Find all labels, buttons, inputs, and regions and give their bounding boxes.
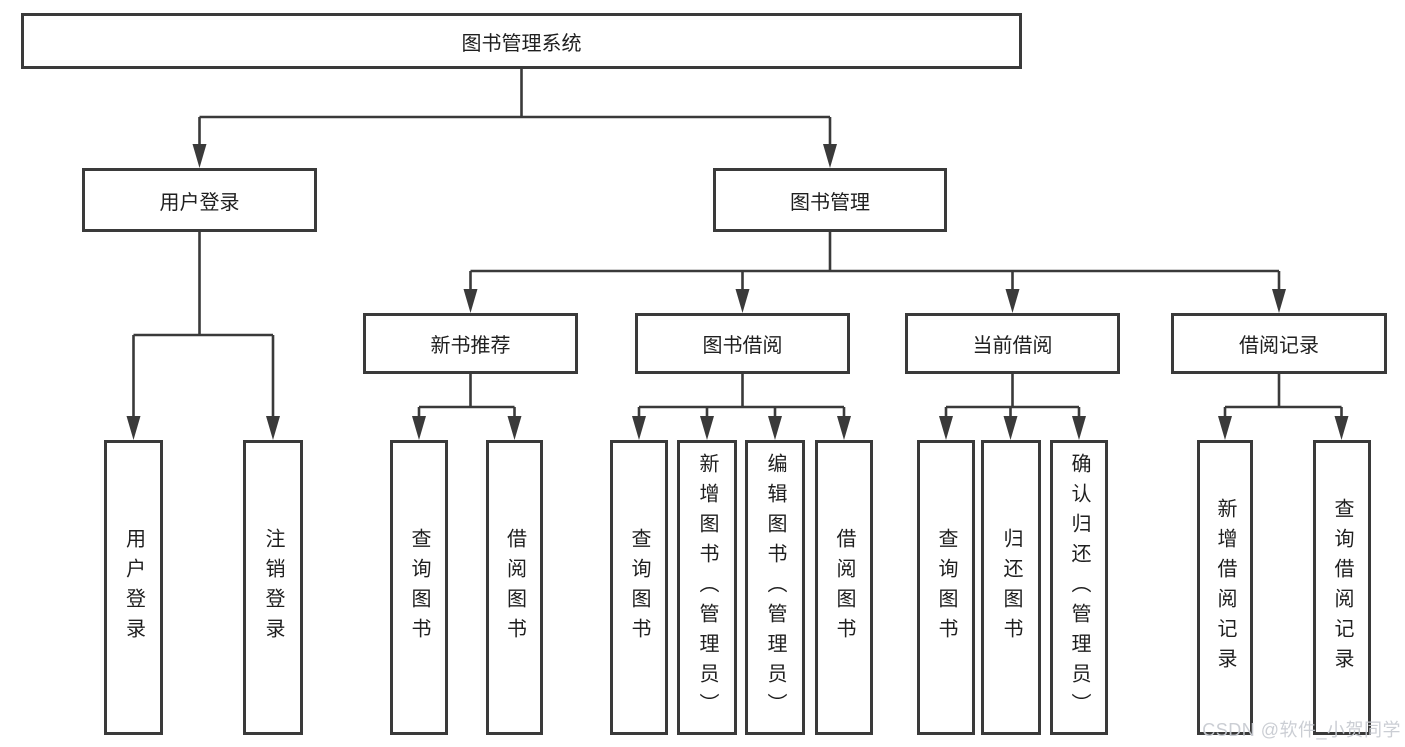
leaf-borrow-books-recommend: 借阅图书 <box>486 440 543 735</box>
watermark: CSDN @软件_小贺同学 <box>1202 720 1401 740</box>
leaf-query-borrow-record: 查询借阅记录 <box>1313 440 1371 735</box>
leaf-query-books-current-label: 查询图书 <box>935 527 957 648</box>
node-borrow-records-label: 借阅记录 <box>1239 335 1319 357</box>
node-root: 图书管理系统 <box>21 13 1022 69</box>
node-book-management-label: 图书管理 <box>790 191 870 214</box>
leaf-confirm-return-admin-label: 确认归还（管理员） <box>1068 452 1090 723</box>
node-current-borrow: 当前借阅 <box>905 313 1120 374</box>
node-user-login: 用户登录 <box>82 168 317 232</box>
leaf-borrow-books: 借阅图书 <box>815 440 873 735</box>
leaf-add-borrow-record: 新增借阅记录 <box>1197 440 1253 735</box>
leaf-return-book-label: 归还图书 <box>1000 527 1022 648</box>
leaf-edit-book-admin: 编辑图书（管理员） <box>745 440 805 735</box>
node-new-book-recommend: 新书推荐 <box>363 313 578 374</box>
leaf-logout-label: 注销登录 <box>262 527 284 648</box>
leaf-borrow-books-recommend-label: 借阅图书 <box>503 527 526 648</box>
leaf-edit-book-admin-label: 编辑图书（管理员） <box>764 452 786 723</box>
node-current-borrow-label: 当前借阅 <box>972 335 1053 357</box>
leaf-query-books-recommend-label: 查询图书 <box>408 527 430 648</box>
leaf-query-borrow-record-label: 查询借阅记录 <box>1331 497 1353 678</box>
leaf-user-login-label: 用户登录 <box>122 527 145 648</box>
node-user-login-label: 用户登录 <box>159 191 240 214</box>
leaf-add-book-admin-label: 新增图书（管理员） <box>696 452 718 723</box>
leaf-add-borrow-record-label: 新增借阅记录 <box>1214 497 1236 678</box>
leaf-add-book-admin: 新增图书（管理员） <box>677 440 737 735</box>
leaf-return-book: 归还图书 <box>981 440 1041 735</box>
node-borrow-records: 借阅记录 <box>1171 313 1387 374</box>
leaf-user-login: 用户登录 <box>104 440 163 735</box>
node-book-borrow: 图书借阅 <box>635 313 850 374</box>
leaf-query-books-current: 查询图书 <box>917 440 975 735</box>
leaf-query-books-borrow-label: 查询图书 <box>628 527 650 648</box>
leaf-confirm-return-admin: 确认归还（管理员） <box>1050 440 1108 735</box>
node-new-book-recommend-label: 新书推荐 <box>430 335 511 357</box>
node-book-management: 图书管理 <box>713 168 947 232</box>
leaf-query-books-borrow: 查询图书 <box>610 440 668 735</box>
leaf-borrow-books-label: 借阅图书 <box>833 527 855 648</box>
leaf-logout: 注销登录 <box>243 440 303 735</box>
node-root-label: 图书管理系统 <box>461 32 582 55</box>
node-book-borrow-label: 图书借阅 <box>702 335 783 357</box>
leaf-query-books-recommend: 查询图书 <box>390 440 448 735</box>
